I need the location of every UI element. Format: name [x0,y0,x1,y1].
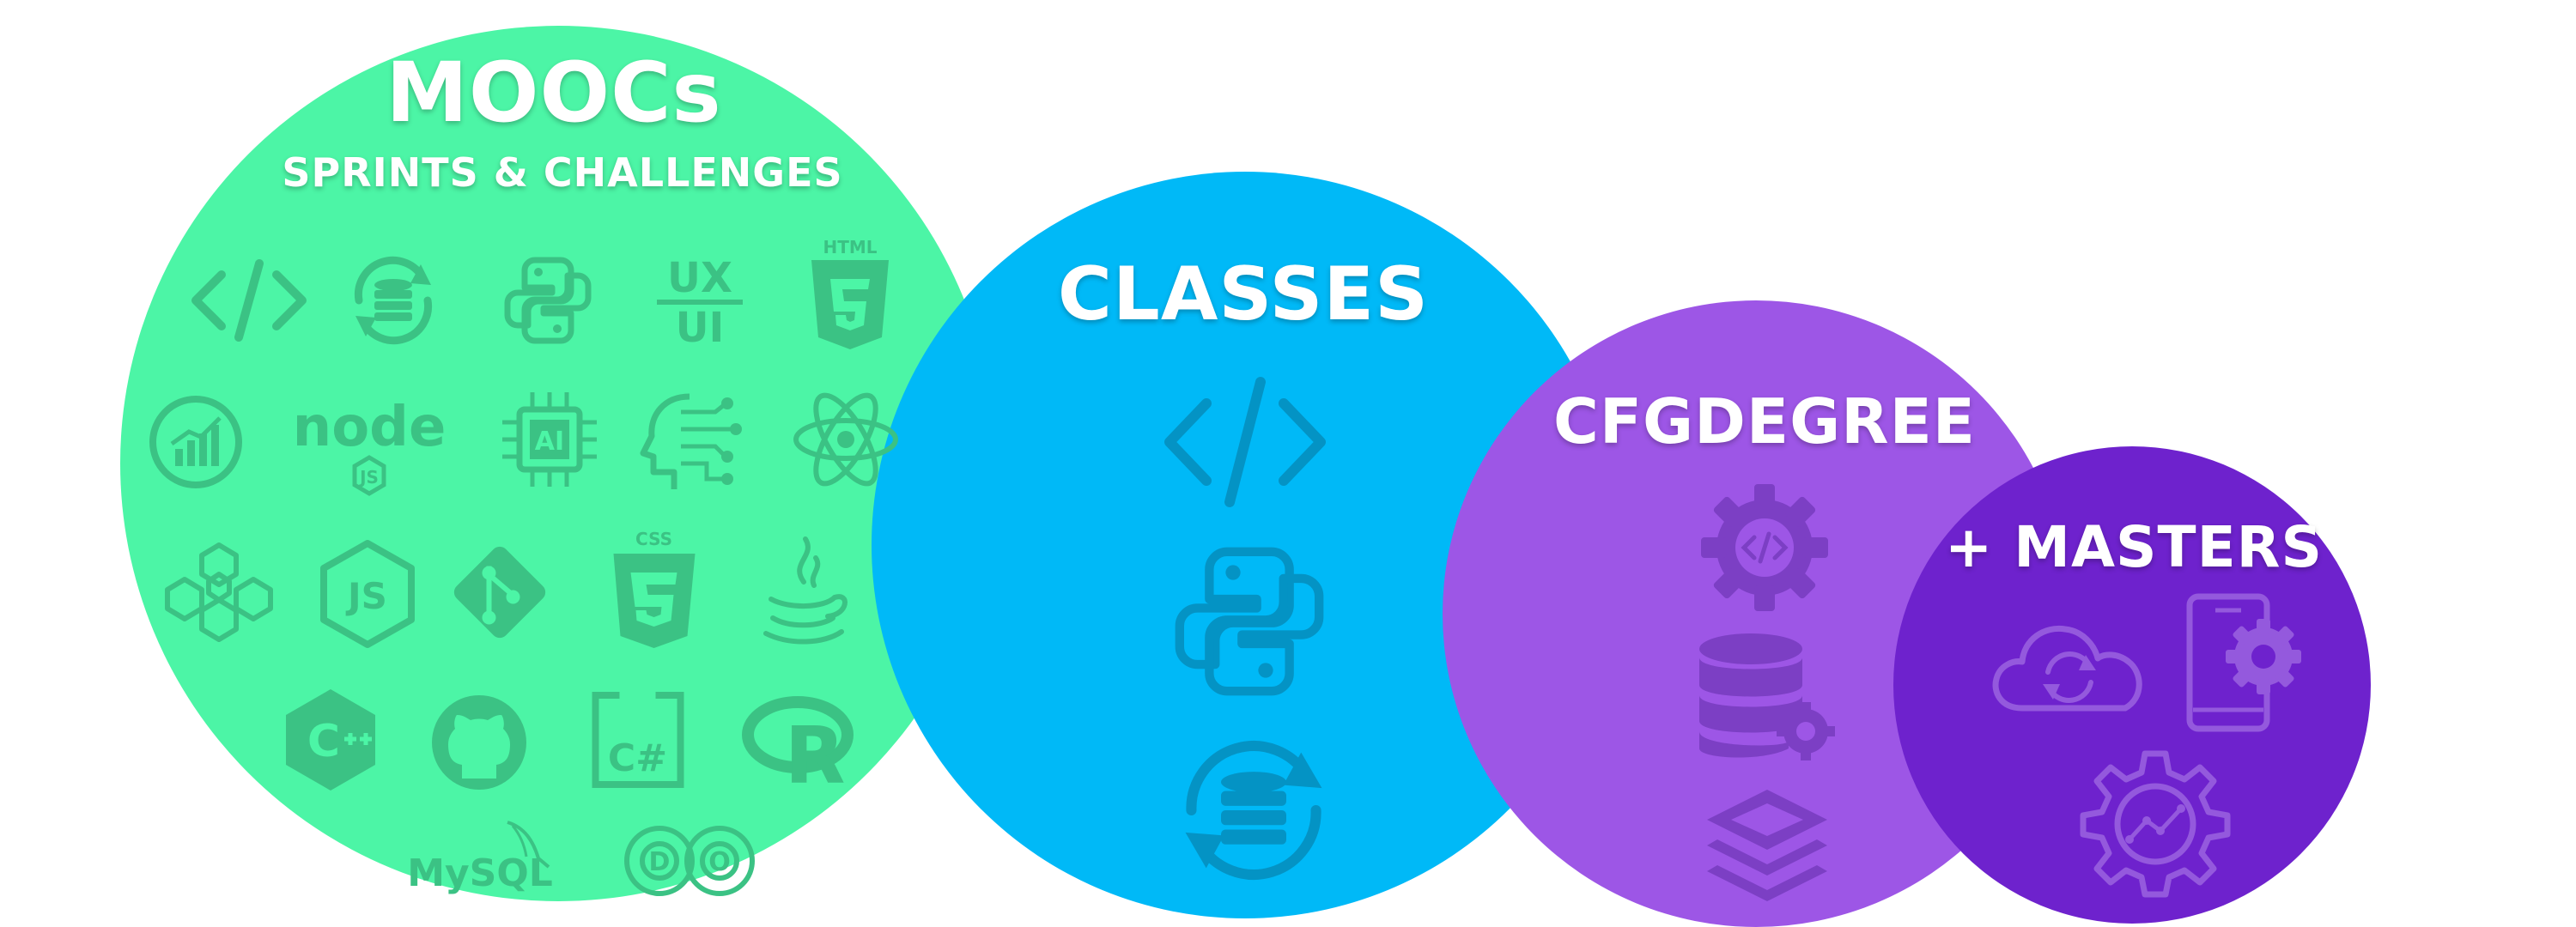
svg-text:CSS: CSS [635,529,672,549]
svg-text:JS: JS [345,575,387,617]
python-icon [504,257,592,344]
svg-text:D: D [649,847,671,877]
cloud-sync-icon [1992,625,2142,712]
svg-text:UX: UX [667,254,732,302]
svg-text:node: node [293,396,447,459]
svg-text:UI: UI [676,304,725,352]
analytics-gear-icon [2080,750,2231,898]
svg-text:HTML: HTML [823,237,877,258]
react-icon [793,392,898,487]
growth-chart-icon [149,396,242,488]
cplusplus-icon: C [286,689,375,791]
svg-text:C#: C# [608,736,667,780]
classes-title: CLASSES [1057,251,1430,337]
svg-text:MySQL: MySQL [407,851,553,895]
svg-text:JS: JS [358,467,379,488]
classes-python-icon [1175,547,1324,696]
classes-code-icon [1164,377,1326,507]
masters-title: + MASTERS [1944,514,2324,580]
layers-icon [1707,790,1827,901]
csharp-icon: C# [592,692,684,788]
code-icon [191,259,307,342]
database-sync-icon [354,256,433,345]
classes-database-sync-icon [1185,741,1322,880]
moocs-title: MOOCs [386,45,722,141]
svg-text:R: R [785,710,846,802]
svg-text:AI: AI [535,427,564,457]
ai-chip-icon: AI [502,392,597,487]
ux-ui-icon: UX UI [657,254,743,352]
javascript-icon: JS [320,540,415,648]
database-gear-icon [1699,633,1835,760]
html5-icon: HTML [811,237,889,349]
degree-title: CFGDEGREE [1553,385,1976,457]
r-language-icon: R [742,696,854,802]
mysql-icon: MySQL [407,821,553,895]
nodejs-icon: node JS [293,396,447,496]
github-icon [432,695,526,790]
moocs-subtitle: SPRINTS & CHALLENGES [282,149,843,196]
devops-icon: D O [624,826,755,896]
git-icon [453,546,546,639]
svg-text:C: C [307,716,340,767]
code-gear-icon [1701,484,1828,611]
svg-text:O: O [708,847,731,877]
blockchain-icon [165,542,273,642]
ai-head-icon [640,393,742,489]
masters-circle [1893,446,2371,924]
css3-icon: CSS [613,529,696,648]
mobile-settings-icon [2186,593,2301,732]
java-icon [763,536,848,645]
